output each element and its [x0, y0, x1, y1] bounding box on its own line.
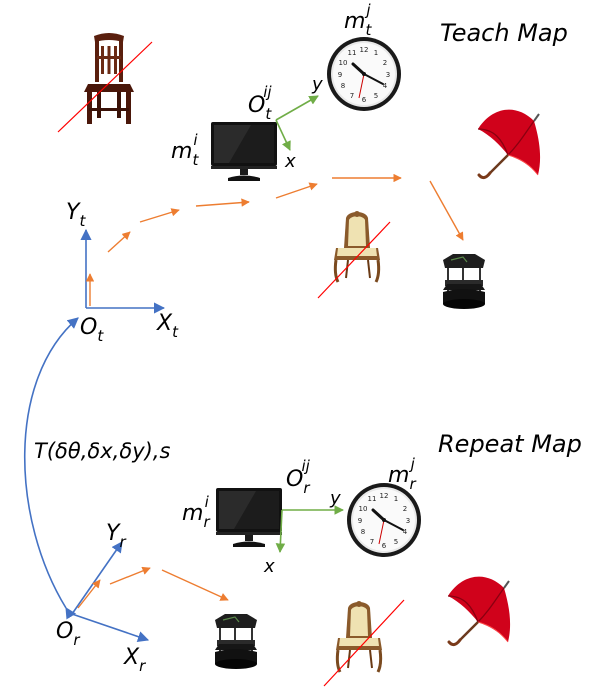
teach-local-y-label: y — [311, 74, 323, 95]
clock-icon — [325, 35, 403, 113]
chair-cross-line — [57, 41, 153, 133]
monitor-icon-repeat — [216, 488, 282, 547]
repeat-local-y-label: y — [329, 488, 341, 509]
armchair-cross-line — [317, 221, 391, 299]
monitor-icon — [211, 122, 277, 181]
teach-x-label: Xt — [156, 311, 179, 341]
repeat-local-x-axis — [275, 509, 286, 553]
umbrella-icon — [476, 108, 542, 180]
repeat-obj-j-label: mrj — [388, 455, 416, 493]
repeat-x-label: Xr — [123, 645, 146, 675]
robot-icon — [442, 253, 486, 310]
repeat-origin-label: Or — [56, 619, 80, 649]
teach-map-title: Teach Map — [440, 19, 568, 47]
chair-icon — [84, 33, 134, 124]
teach-local-origin-label: Otij — [248, 83, 272, 123]
robot-icon-repeat — [214, 613, 258, 670]
teach-trajectory — [107, 173, 464, 253]
repeat-local-origin-label: Orij — [286, 457, 311, 497]
repeat-local-x-label: x — [263, 556, 275, 577]
transform-label: T(δθ,δx,δy),s — [34, 439, 170, 463]
teach-obj-i-label: mti — [171, 131, 199, 169]
teach-obj-j-label: mtj — [344, 1, 372, 39]
teach-origin-label: Ot — [80, 315, 104, 345]
repeat-obj-i-label: mri — [182, 493, 210, 531]
teach-local-x-axis — [275, 119, 291, 151]
teach-local-y-axis — [275, 95, 319, 121]
repeat-path-segment — [77, 579, 101, 609]
repeat-trajectory — [109, 566, 229, 601]
armchair-icon-repeat — [334, 599, 384, 674]
repeat-x-axis — [71, 613, 150, 643]
repeat-y-axis — [71, 541, 123, 615]
clock-icon-repeat — [345, 481, 423, 559]
transform-arrow — [23, 317, 79, 620]
repeat-y-label: Yr — [106, 521, 126, 551]
repeat-map-title: Repeat Map — [438, 430, 582, 458]
teach-local-x-label: x — [284, 151, 296, 172]
teach-y-label: Yt — [66, 200, 86, 230]
armchair-cross-line-repeat — [323, 599, 405, 687]
umbrella-icon-repeat — [446, 575, 512, 647]
armchair-icon — [332, 209, 382, 284]
